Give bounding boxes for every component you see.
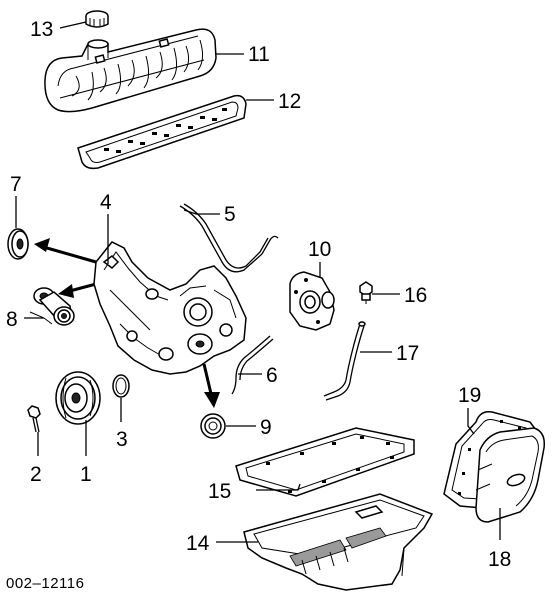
callout-5: 5: [224, 203, 236, 226]
front-seal: [112, 374, 130, 398]
callout-11: 11: [248, 43, 270, 66]
callout-8: 8: [6, 308, 18, 331]
callout-9: 9: [260, 416, 272, 439]
valve-cover: [44, 28, 217, 113]
crankshaft-pulley: [55, 371, 101, 425]
dipstick-tube: [323, 321, 366, 401]
engine-front-cover: [93, 241, 247, 375]
transmission-pan: [475, 427, 546, 523]
callout-13: 13: [30, 18, 53, 41]
crankshaft-seal: [200, 413, 226, 439]
callout-labels: 13 11 12 7 4 5 10 16 8 17 6 19 9 3 2 1 1…: [6, 18, 511, 571]
figure-code: 002‒12116: [6, 575, 84, 592]
valve-cover-gasket: [77, 94, 247, 170]
oil-pan: [243, 493, 434, 591]
callout-10: 10: [308, 238, 331, 261]
callout-18: 18: [488, 548, 511, 571]
callout-3: 3: [116, 428, 128, 451]
callout-4: 4: [100, 191, 112, 214]
crankshaft-bolt: [27, 405, 41, 433]
leader-lines: [15, 21, 501, 543]
callout-6: 6: [266, 364, 278, 387]
callout-2: 2: [30, 463, 42, 486]
callout-19: 19: [458, 384, 481, 407]
callout-15: 15: [208, 480, 231, 503]
callout-14: 14: [186, 532, 210, 555]
oil-pan-gasket: [235, 427, 415, 497]
callout-17: 17: [396, 342, 419, 365]
oil-filler-cap: [85, 10, 109, 28]
oil-pressure-sensor: [359, 281, 373, 304]
callout-7: 7: [10, 173, 22, 196]
callout-12: 12: [278, 90, 301, 113]
idler-pulley: [7, 228, 29, 260]
callout-16: 16: [404, 284, 427, 307]
belt-tensioner: [29, 287, 75, 326]
assembly-arrows: [34, 238, 220, 408]
oil-pump: [289, 271, 335, 331]
callout-1: 1: [80, 463, 92, 486]
